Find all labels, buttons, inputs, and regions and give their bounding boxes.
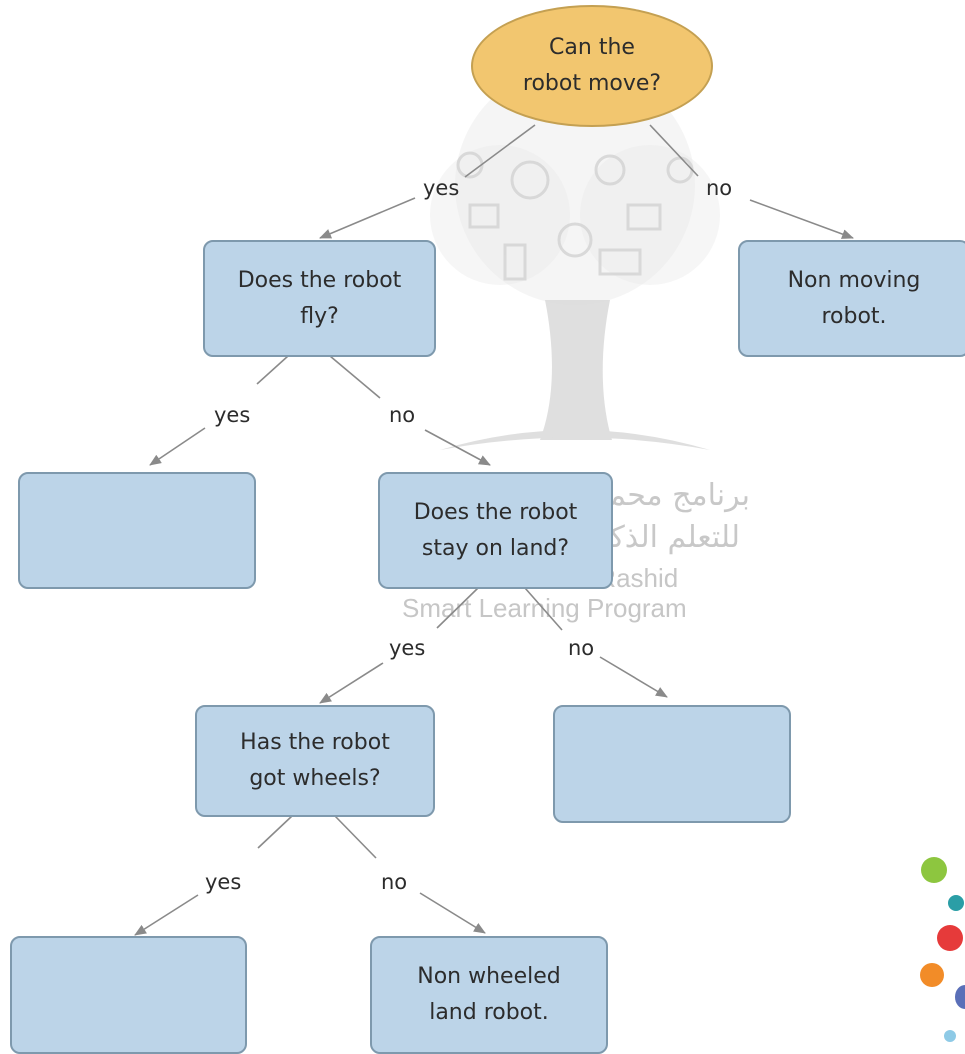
node-non-moving-robot: Non moving robot. — [738, 240, 965, 357]
edge-label-wheels-no: no — [381, 870, 408, 894]
edge-land-yes-upper — [436, 587, 479, 629]
edge-wheels-yes-upper — [257, 815, 293, 849]
edge-label-fly-no: no — [389, 403, 416, 427]
decor-dot-orange — [920, 963, 944, 987]
node-does-robot-fly: Does the robot fly? — [203, 240, 436, 357]
edge-wheels-no-lower — [419, 892, 486, 934]
edge-land-no-upper — [524, 587, 563, 631]
node-flying-robot-blank — [18, 472, 256, 589]
edge-root-no-lower — [749, 199, 854, 239]
edge-label-fly-yes: yes — [214, 403, 251, 427]
decor-dot-green — [921, 857, 947, 883]
edge-root-yes-lower — [319, 197, 416, 239]
edge-label-wheels-yes: yes — [205, 870, 242, 894]
watermark-english-line-2: Smart Learning Program — [402, 593, 687, 623]
edge-label-root-no: no — [706, 176, 733, 200]
edge-label-land-no: no — [568, 636, 595, 660]
edge-root-yes-upper — [464, 124, 536, 178]
edge-wheels-yes-lower — [134, 894, 199, 936]
node-not-on-land-blank — [553, 705, 791, 823]
decor-dot-teal — [948, 895, 964, 911]
decor-dot-red — [937, 925, 963, 951]
edge-land-yes-lower — [319, 662, 384, 704]
decor-dot-indigo — [955, 985, 965, 1009]
edge-label-root-yes: yes — [423, 176, 460, 200]
node-can-robot-move: Can the robot move? — [471, 5, 713, 127]
edge-wheels-no-upper — [334, 815, 377, 859]
edge-land-no-lower — [599, 656, 668, 698]
node-non-wheeled-land-robot: Non wheeled land robot. — [370, 936, 608, 1054]
edge-root-no-upper — [649, 124, 699, 177]
node-wheeled-robot-blank — [10, 936, 247, 1054]
edge-fly-no-lower — [424, 429, 491, 466]
edge-fly-yes-upper — [256, 355, 289, 385]
edge-fly-no-upper — [329, 355, 381, 399]
node-has-robot-got-wheels: Has the robot got wheels? — [195, 705, 435, 817]
edge-fly-yes-lower — [149, 427, 206, 466]
node-does-robot-stay-on-land: Does the robot stay on land? — [378, 472, 613, 589]
edge-label-land-yes: yes — [389, 636, 426, 660]
decor-dot-lightblue — [944, 1030, 956, 1042]
